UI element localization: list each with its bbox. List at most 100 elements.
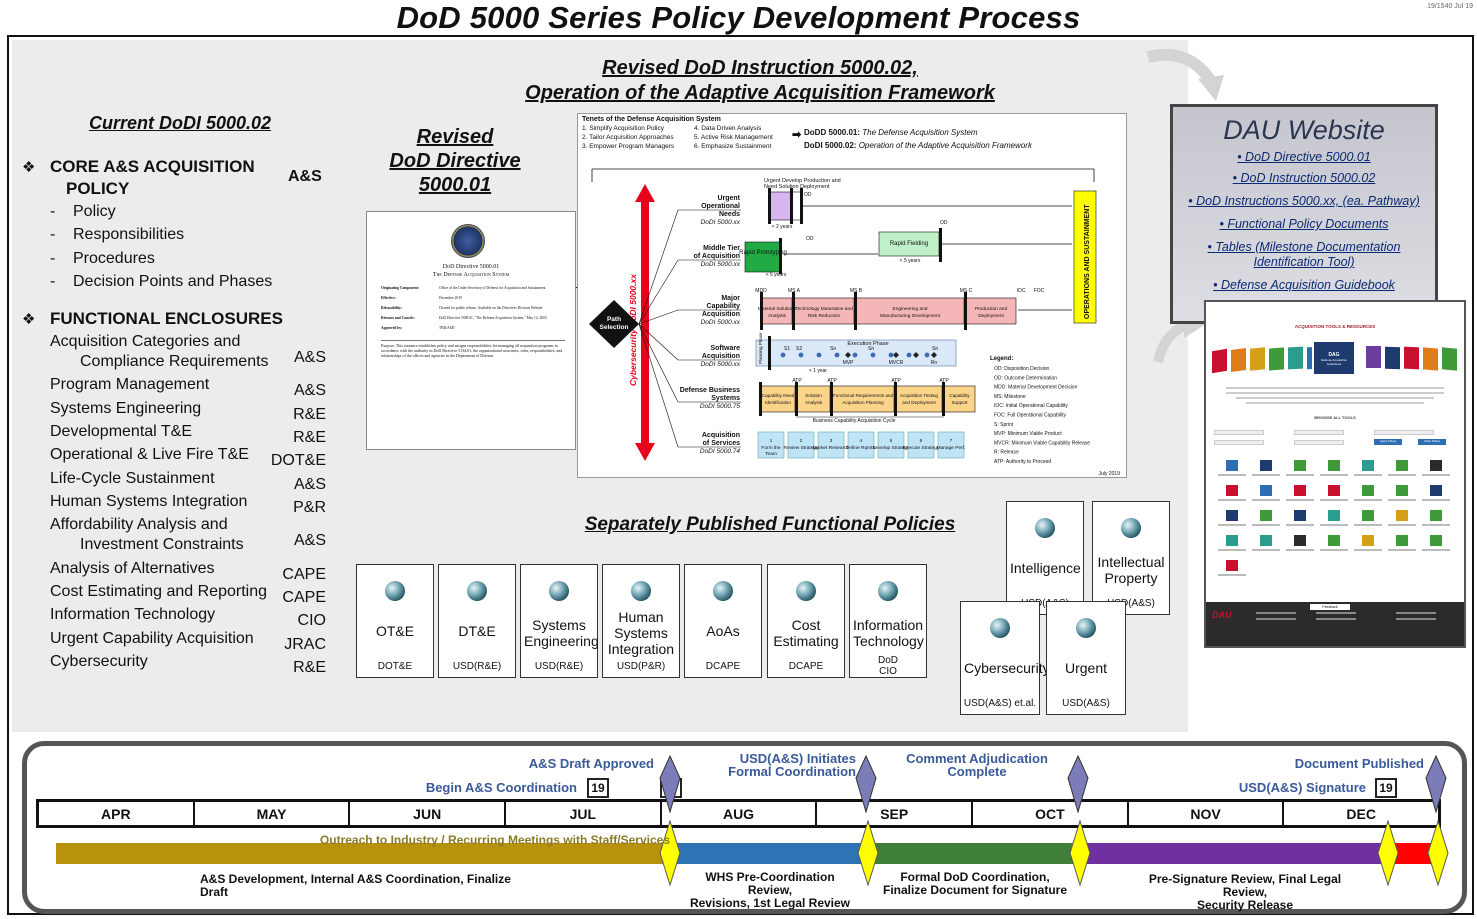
- shot-tool-caption: [1286, 549, 1314, 551]
- shot-tool-icon: [1260, 485, 1272, 496]
- dbs-phase: [831, 385, 895, 413]
- milestone-marker: [855, 754, 877, 814]
- dau-link[interactable]: DoD Directive 5000.01: [1173, 150, 1435, 165]
- month-cell: DEC: [1284, 802, 1439, 825]
- shot-tool-caption: [1286, 524, 1314, 526]
- shot-tool-icon: [1396, 510, 1408, 521]
- directive-document[interactable]: DoD Directive 5000.01 The Defense Acquis…: [366, 211, 576, 450]
- enclosure-owner: A&S: [293, 382, 326, 399]
- month-cell: MAY: [194, 802, 351, 825]
- mca-foc: FOC: [1034, 288, 1045, 294]
- shot-tool-caption: [1388, 474, 1416, 476]
- sw-release: Rn: [931, 360, 938, 366]
- shot-tool-caption: [1252, 474, 1280, 476]
- shot-tool-icon: [1430, 485, 1442, 496]
- policy-card-name: Cybersecurity: [964, 660, 1050, 676]
- shot-tool-icon: [1430, 535, 1442, 546]
- mta-rp-label: Rapid Prototyping: [739, 250, 787, 256]
- uon-od: OD: [804, 192, 812, 198]
- policy-card-name: Intelligence: [1010, 560, 1081, 576]
- milestone-bar: [792, 292, 795, 330]
- shot-browse: BROWSE ALL TOOLS: [1314, 415, 1356, 420]
- enclosure-owner: A&S: [293, 349, 326, 366]
- sw-mvp: MVP: [843, 360, 855, 366]
- pathway-name: Acquisition: [702, 311, 740, 318]
- mca-phase-label: Technology Maturation and: [795, 306, 853, 312]
- shot-tile: [1250, 347, 1265, 372]
- shot-tile: [1269, 347, 1284, 371]
- timeline-graphic: [56, 754, 1449, 887]
- dau-link[interactable]: Tables (Milestone Documentation Identifi…: [1173, 240, 1435, 270]
- doc-row-key: Effective:: [381, 296, 396, 300]
- enclosure-label: Developmental T&E: [50, 423, 192, 440]
- dbs-phase-label: Capability Need: [762, 393, 795, 398]
- enclosure-label: Human Systems Integration: [50, 493, 248, 510]
- adaptive-acquisition-framework-chart[interactable]: Tenets of the Defense Acquisition System…: [577, 113, 1127, 478]
- policy-card-owner: USD(A&S): [1021, 598, 1069, 609]
- globe-icon: [796, 581, 816, 601]
- milestone-begin-coordination: Begin A&S Coordination: [425, 780, 577, 795]
- revised-instruction-line2: Operation of the Adaptive Acquisition Fr…: [525, 82, 995, 104]
- shot-tool-caption: [1218, 474, 1246, 476]
- tenet: 4. Data Driven Analysis: [694, 125, 762, 132]
- enclosure-label-2: Investment Constraints: [80, 536, 244, 553]
- enclosure-label: Cybersecurity: [50, 653, 148, 670]
- chart-line: [638, 323, 679, 403]
- phase-bar-whs: [670, 843, 866, 864]
- chart-line: [638, 323, 679, 448]
- shot-tool-caption: [1422, 474, 1450, 476]
- dbs-phase: [943, 385, 976, 413]
- globe-icon: [631, 581, 651, 601]
- dau-link[interactable]: DoD Instructions 5000.xx, (ea. Pathway): [1173, 194, 1435, 209]
- services-step-label: 5: [890, 438, 893, 444]
- legend-item: FOC: Full Operational Capability: [994, 413, 1066, 419]
- directive-title-2: DoD Directive: [389, 150, 521, 172]
- enclosure-label: Analysis of Alternatives: [50, 560, 215, 577]
- shot-filters: Apply Filters Clear Filters: [1214, 424, 1456, 446]
- milestone-bar: [964, 292, 967, 330]
- doc-row-value: December 2019: [439, 296, 462, 300]
- shot-tool-icon: [1226, 485, 1238, 496]
- enclosure-label: Systems Engineering: [50, 400, 202, 417]
- services-step: [787, 431, 815, 459]
- dau-link[interactable]: Functional Policy Documents: [1173, 217, 1435, 232]
- policy-card-name: OT&E: [375, 623, 415, 639]
- doc-row-key: Approved by:: [381, 326, 403, 330]
- uon-label: Need Solution Deployment: [764, 184, 830, 190]
- sw-sprint-dot: [906, 352, 912, 358]
- sw-sprint-dot: [834, 352, 840, 358]
- policy-card-name: Systems Engineering: [524, 617, 599, 649]
- path-selection-diamond: [589, 300, 639, 348]
- functional-policies-heading: Separately Published Functional Policies: [584, 514, 956, 535]
- services-step: [847, 431, 875, 459]
- services-step-label: 3: [830, 438, 833, 444]
- dau-title: DAU Website: [1223, 115, 1385, 145]
- core-policy-title: CORE A&S ACQUISITION: [50, 157, 255, 176]
- dau-link[interactable]: DoD Instruction 5000.02: [1173, 171, 1435, 186]
- sw-sprint: S1: [784, 346, 790, 352]
- services-step-label: 1: [770, 438, 773, 444]
- shot-tool-caption: [1422, 524, 1450, 526]
- shot-banner: ACQUISITION TOOLS & RESOURCES: [1294, 324, 1376, 329]
- core-item-dash: -: [50, 226, 56, 244]
- sw-release-marker: [893, 352, 899, 358]
- dbs-phase-label: and Deployment: [902, 400, 936, 405]
- chart-line: [638, 209, 679, 325]
- dau-website-screenshot: ACQUISITION TOOLS & RESOURCES DAG Defens…: [1204, 300, 1466, 648]
- globe-icon: [467, 581, 487, 601]
- dbs-phase-label: Support: [951, 400, 968, 405]
- dau-link[interactable]: Defense Acquisition Guidebook: [1173, 278, 1435, 293]
- shot-tool-icon: [1362, 510, 1374, 521]
